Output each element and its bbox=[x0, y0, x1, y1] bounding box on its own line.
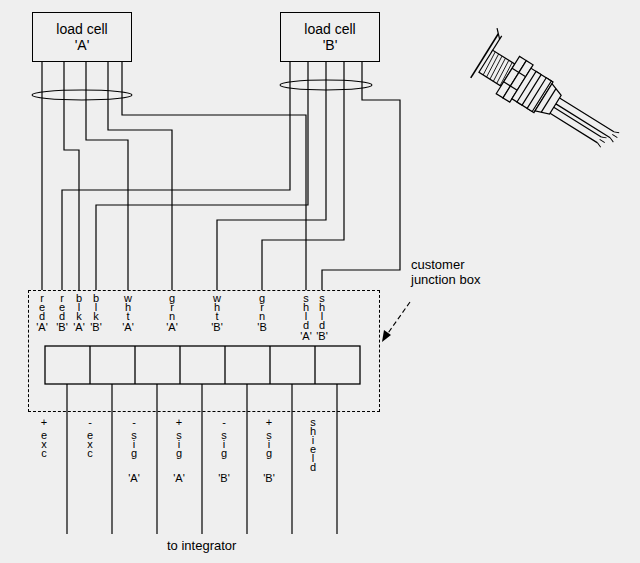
cable-wire bbox=[217, 62, 326, 290]
wire-color-label: blk 'A' bbox=[68, 294, 90, 332]
cable-wire bbox=[41, 62, 42, 290]
cable-wire bbox=[122, 62, 306, 290]
terminal-strip bbox=[45, 346, 360, 384]
junction-box: customer junction box bbox=[28, 290, 380, 412]
signal-name: + exc bbox=[33, 418, 55, 458]
callout-label: customer junction box bbox=[411, 257, 491, 287]
integrator-wires bbox=[67, 384, 337, 534]
cable-wire bbox=[64, 62, 79, 290]
load-cell-box: load cell 'A' bbox=[32, 12, 132, 62]
wire-color-label: wht 'A' bbox=[117, 294, 139, 332]
wire-color-label: wht 'B' bbox=[206, 294, 228, 332]
signal-name: - sig 'B' bbox=[213, 418, 235, 483]
wire-color-label: grn 'A' bbox=[161, 294, 183, 332]
cable-wire bbox=[262, 62, 344, 290]
load-cell-box: load cell 'B' bbox=[280, 12, 380, 62]
cable-wire bbox=[322, 62, 400, 290]
signal-name: - sig 'A' bbox=[123, 418, 145, 483]
wire-color-label: red 'B' bbox=[51, 294, 73, 332]
wire-color-label: shld 'A' bbox=[295, 294, 317, 341]
wire-color-label: shld 'B' bbox=[311, 294, 333, 341]
signal-name: + sig 'B' bbox=[258, 418, 280, 483]
destination-label: to integrator bbox=[167, 538, 236, 553]
wire-color-label: red 'A' bbox=[31, 294, 53, 332]
cable-wire bbox=[108, 62, 172, 290]
signal-name: - exc bbox=[79, 418, 101, 458]
node-label: load cell 'B' bbox=[298, 21, 362, 53]
wire-color-label: blk 'B' bbox=[85, 294, 107, 332]
node-label: load cell 'A' bbox=[50, 21, 114, 53]
signal-name: shield bbox=[302, 418, 324, 472]
cable-wire bbox=[96, 62, 308, 290]
wire-color-label: grn 'B bbox=[251, 294, 273, 332]
signal-name: + sig 'A' bbox=[168, 418, 190, 483]
cable-gland-illustration bbox=[467, 28, 632, 160]
leader-arrow bbox=[382, 302, 410, 342]
